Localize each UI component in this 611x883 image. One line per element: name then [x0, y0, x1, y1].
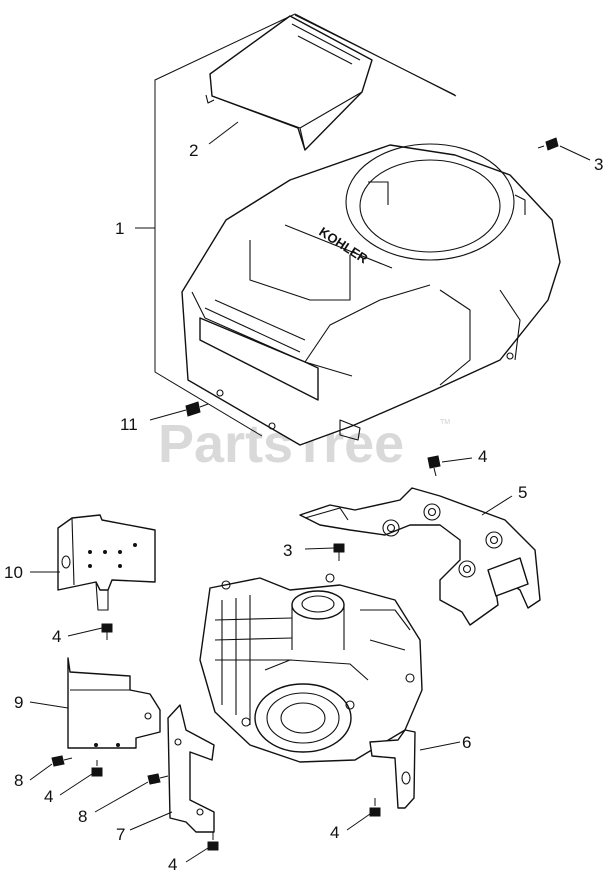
engine-block — [199, 573, 423, 763]
callout-6: 6 — [462, 733, 471, 752]
callout-10: 10 — [4, 563, 23, 582]
right-side-bracket — [369, 729, 416, 809]
assembly-group-frame — [154, 13, 457, 437]
callout-11: 11 — [120, 415, 138, 434]
leader-lines — [29, 121, 591, 863]
side-baffle-lower — [67, 657, 161, 749]
callout-1: 1 — [115, 219, 124, 238]
callout-7: 7 — [116, 825, 125, 844]
callout-4-upper: 4 — [478, 447, 487, 466]
callout-9: 9 — [14, 693, 23, 712]
callout-8-left: 8 — [14, 771, 23, 790]
callout-4-left-upper: 4 — [52, 627, 61, 646]
callout-3-top: 3 — [594, 155, 603, 174]
callout-4-right: 4 — [330, 823, 339, 842]
callout-4-bottom: 4 — [168, 855, 177, 874]
callout-2: 2 — [189, 141, 198, 160]
fasteners — [51, 137, 559, 851]
mounting-bracket — [167, 704, 215, 833]
side-baffle-upper — [57, 514, 156, 611]
blower-housing: KOHLER — [181, 143, 561, 446]
callout-8-middle: 8 — [78, 807, 87, 826]
callout-4-left-lower: 4 — [44, 787, 53, 806]
watermark-trademark: TM — [440, 419, 450, 426]
air-intake-cover — [205, 15, 373, 151]
cylinder-baffle-plate — [299, 487, 541, 626]
callout-5: 5 — [518, 483, 527, 502]
callout-3-middle: 3 — [283, 541, 292, 560]
